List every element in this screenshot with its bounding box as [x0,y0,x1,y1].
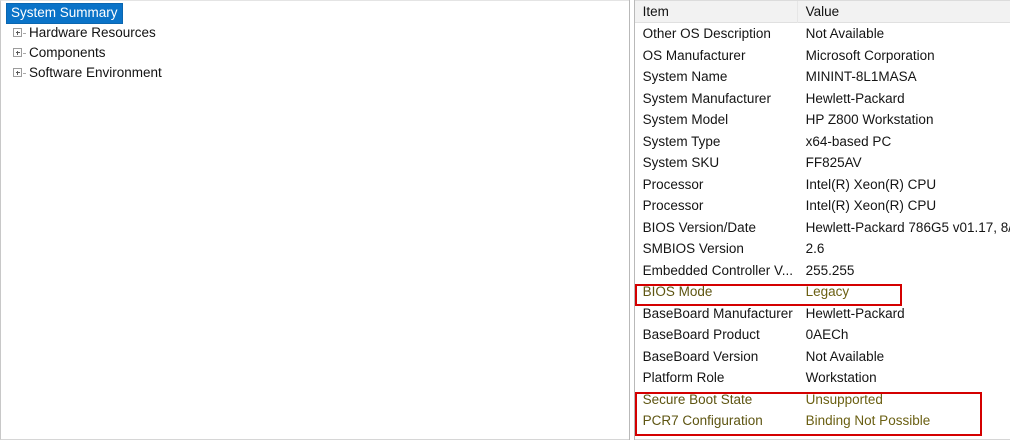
row-item-label: BaseBoard Version [642,348,759,364]
row-value-text: Hewlett-Packard 786G5 v01.17, 8/ [805,219,1010,235]
row-value: Unsupported [798,389,1010,411]
column-header-item[interactable]: Item [635,1,798,23]
table-row[interactable]: System SKU FF825AV [635,152,1010,174]
tree-item-system-summary-label: System Summary [6,2,123,24]
row-value-text: 2.6 [805,241,825,256]
row-value-text: Binding Not Possible [805,413,931,428]
table-row[interactable]: Processor Intel(R) Xeon(R) CPUE5506 [635,174,1010,196]
tree-item-system-summary[interactable]: System Summary [1,2,629,24]
row-item-label: System SKU [642,155,720,170]
row-item-label: Processor [642,198,704,213]
row-value: Hewlett-Packard 786G5 v01.17, 8/ [798,217,1010,239]
table-row[interactable]: Platform Role Workstation [635,367,1010,389]
table-row[interactable]: PCR7 Configuration Binding Not Possible [635,410,1010,432]
row-item-label: System Model [642,112,729,127]
row-item-label: System Type [642,133,721,149]
tree-item-components-label: Components [29,45,106,60]
row-value: 0AECh [798,324,1010,346]
pane-splitter[interactable] [628,0,635,440]
column-header-value[interactable]: Value [805,3,840,19]
table-row[interactable]: System Name MININT-8L1MASA [635,66,1010,88]
row-value-text: Workstation [805,370,877,385]
row-value: Not Available [798,23,1010,45]
row-item-label: BaseBoard Manufacturer [642,305,793,321]
row-value-text: Legacy [805,284,850,299]
table-row[interactable]: OS Manufacturer Microsoft Corporation [635,45,1010,67]
row-item-label: Processor [642,176,704,192]
row-value: FF825AV [798,152,1010,174]
navigation-tree-pane[interactable]: System Summary Hardware Resources Compon… [0,0,629,440]
tree-item-hardware-resources-label: Hardware Resources [29,25,156,40]
tree-item-hardware-resources[interactable]: Hardware Resources [1,23,629,43]
table-row[interactable]: BaseBoard Version Not Available [635,346,1010,368]
row-value-text: Hewlett-Packard [805,90,905,106]
row-value-text: Hewlett-Packard [805,305,905,321]
row-item-label: Other OS Description [642,26,771,41]
row-value: x64-based PC [798,131,1010,153]
row-value-text: FF825AV [805,155,862,170]
row-item-label: System Manufacturer [642,90,771,106]
row-value: Hewlett-Packard [798,88,1010,110]
row-value: Legacy [798,281,1010,303]
table-row[interactable]: SMBIOS Version 2.6 [635,238,1010,260]
row-value: Intel(R) Xeon(R) CPUE5506 [798,195,1010,217]
grid-header-row: Item Value [634,1,1010,23]
table-row[interactable]: Embedded Controller V... 255.255 [635,260,1010,282]
row-item-label: BIOS Mode [642,284,713,299]
row-value-text: Intel(R) Xeon(R) CPU [805,176,937,192]
row-value: Not Available [798,346,1010,368]
plus-box-icon[interactable] [10,25,26,41]
plus-box-icon[interactable] [10,65,26,81]
row-value-text: Not Available [805,348,885,364]
row-value-text: 255.255 [805,262,855,278]
row-value: Intel(R) Xeon(R) CPUE5506 [798,174,1010,196]
table-row[interactable]: Other OS Description Not Available [635,23,1010,45]
table-row[interactable]: BaseBoard Manufacturer Hewlett-Packard [635,303,1010,325]
row-item-label: SMBIOS Version [642,241,744,256]
row-item-label: System Name [642,69,728,84]
row-value-text: Microsoft Corporation [805,47,935,63]
table-row[interactable]: System Type x64-based PC [635,131,1010,153]
row-value: 2.6 [798,238,1010,260]
tree-item-software-environment-label: Software Environment [29,65,162,80]
row-value-text: Unsupported [805,391,883,407]
table-row[interactable]: System Model HP Z800 Workstation [635,109,1010,131]
tree-item-components[interactable]: Components [1,43,629,63]
row-value-text: MININT-8L1MASA [805,69,917,84]
row-item-label: PCR7 Configuration [642,413,763,428]
table-row[interactable]: Secure Boot State Unsupported [635,389,1010,411]
row-item-label: BaseBoard Product [642,327,760,342]
row-value-text: 0AECh [805,327,849,342]
row-value-text: HP Z800 Workstation [805,112,934,127]
row-value: Hewlett-Packard [798,303,1010,325]
row-value: 255.255 [798,260,1010,282]
row-value-text: x64-based PC [805,133,892,149]
row-value-text: Not Available [805,26,885,41]
row-value-text: Intel(R) Xeon(R) CPU [805,198,937,213]
table-row[interactable]: BIOS Mode Legacy [635,281,1010,303]
row-item-label: OS Manufacturer [642,47,746,63]
row-item-label: Platform Role [642,370,725,385]
table-row[interactable]: BIOS Version/Date Hewlett-Packard 786G5 v… [635,217,1010,239]
row-value: Binding Not Possible [798,410,1010,432]
table-row[interactable]: System Manufacturer Hewlett-Packard [635,88,1010,110]
row-value: MININT-8L1MASA [798,66,1010,88]
row-item-label: Secure Boot State [642,391,753,407]
table-row[interactable]: BaseBoard Product 0AECh [635,324,1010,346]
row-value: HP Z800 Workstation [798,109,1010,131]
row-value: Microsoft Corporation [798,45,1010,67]
plus-box-icon[interactable] [10,45,26,61]
row-item-label: BIOS Version/Date [642,219,756,235]
row-item-label: Embedded Controller V... [642,262,793,278]
row-value: Workstation [798,367,1010,389]
table-row[interactable]: Processor Intel(R) Xeon(R) CPUE5506 [635,195,1010,217]
tree-item-software-environment[interactable]: Software Environment [1,63,629,83]
